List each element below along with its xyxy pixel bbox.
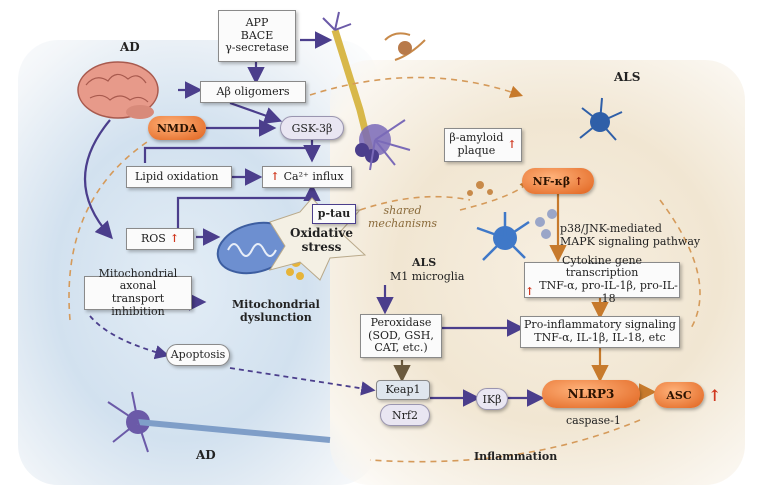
secretase-box: APP BACE γ-secretase — [218, 10, 296, 62]
app-label: APP — [245, 16, 269, 30]
apoptosis-node: Apoptosis — [166, 344, 230, 366]
nmda-node: NMDA — [148, 116, 206, 140]
increase-arrow: ↑ — [708, 386, 722, 405]
neuron-icon — [322, 11, 426, 171]
microglia-icon — [579, 97, 623, 141]
ca-influx-box: ↑Ca²⁺ influx — [262, 166, 352, 188]
nlrp3-node: NLRP3 — [542, 380, 640, 408]
region-label-ad: AD — [120, 40, 140, 54]
abeta-oligomers-box: Aβ oligomers — [200, 81, 306, 103]
microglia-icon — [476, 209, 557, 261]
ros-box: ROS↑ — [126, 228, 194, 250]
peroxidase-box: Peroxidase (SOD, GSH, CAT, etc.) — [360, 314, 442, 358]
ikb-node: IKβ — [476, 388, 508, 410]
increase-arrow: ↑ — [574, 174, 584, 188]
region-label-als: ALS — [614, 70, 641, 84]
increase-arrow: ↑ — [169, 231, 180, 245]
gamma-secretase-label: γ-secretase — [225, 41, 289, 55]
nrf2-node: Nrf2 — [380, 404, 430, 426]
increase-arrow: ↑ — [507, 137, 517, 151]
mito-axonal-box: Mitochondrial axonal transport inhibitio… — [84, 267, 192, 318]
lipid-oxidation-box: Lipid oxidation — [126, 166, 232, 188]
keap1-box: Keap1 — [376, 380, 430, 400]
inflammation-label: Inflammation — [474, 450, 558, 463]
brain-icon — [77, 61, 159, 119]
bace-label: BACE — [240, 28, 274, 42]
proinflammatory-signaling-box: Pro-inflammatory signaling TNF-α, IL-1β,… — [520, 316, 680, 348]
increase-arrow: ↑ — [525, 285, 535, 299]
mito-dysfunction-label: Mitochondrial dyslunction — [232, 298, 320, 324]
m1-microglia-label: M1 microglia — [390, 270, 465, 283]
region-label-ad: AD — [196, 448, 216, 462]
shared-mechanisms-label: shared mechanisms — [368, 204, 438, 230]
caspase1-label: caspase-1 — [566, 414, 621, 427]
asc-node: ASC — [654, 382, 704, 408]
mapk-label: p38/JNK-mediated MAPK signaling pathway — [560, 222, 701, 248]
oxidative-stress-label: Oxidative stress — [290, 226, 354, 254]
ptau-box: p-tau — [312, 204, 356, 224]
neuron-icon — [107, 391, 331, 453]
cytokine-transcription-box: Cytokine gene transcription ↑TNF-α, pro-… — [524, 254, 680, 305]
ca-influx-label: Ca²⁺ influx — [283, 169, 344, 183]
plaque-icon — [467, 181, 493, 196]
ros-label: ROS — [140, 231, 166, 245]
increase-arrow: ↑ — [270, 169, 280, 183]
region-label-als: ALS — [412, 256, 437, 269]
nfkb-node: NF-κβ↑ — [522, 168, 594, 194]
gsk3b-node: GSK-3β — [280, 116, 344, 140]
